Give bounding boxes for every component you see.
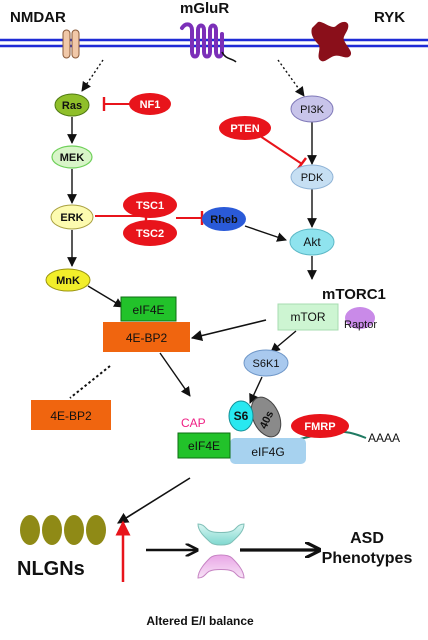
rheb-label: Rheb — [210, 214, 238, 226]
eif4g-label: eIF4G — [251, 445, 284, 459]
node-akt: Akt — [289, 228, 335, 256]
node-tsc-complex: TSC1 TSC2 — [123, 192, 177, 246]
edge-mtor-s6k1 — [270, 330, 297, 353]
nmdar-channel-icon — [62, 29, 80, 59]
tsc1-label: TSC1 — [136, 200, 164, 212]
node-mek: MEK — [51, 145, 93, 169]
node-eif4e-4ebp2-complex: eIF4E 4E-BP2 — [103, 296, 190, 352]
eif4e-top-label: eIF4E — [132, 303, 164, 317]
edge-4ebp2-release — [69, 365, 111, 399]
edge-s6k1-s6 — [249, 376, 263, 404]
mtorc1-label: mTORC1 — [322, 286, 386, 303]
synapse-illustration — [197, 523, 245, 579]
synapse-label: Altered E/I balance — [146, 614, 254, 628]
ryk-label: RYK — [374, 9, 405, 26]
node-erk: ERK — [50, 204, 94, 230]
edge-pten-pdk — [259, 135, 303, 165]
node-4ebp2-free: 4E-BP2 — [31, 400, 111, 430]
node-pten: PTEN — [219, 116, 271, 140]
erk-label: ERK — [60, 212, 83, 224]
node-rheb: Rheb — [202, 207, 246, 231]
fmrp-label: FMRP — [304, 421, 335, 433]
mglur-label: mGluR — [180, 0, 229, 17]
ras-label: Ras — [62, 100, 82, 112]
asd-label-line2: Phenotypes — [322, 550, 413, 567]
node-mtor: mTOR Raptor — [277, 303, 377, 331]
tsc2-label: TSC2 — [136, 228, 164, 240]
node-nf1: NF1 — [129, 93, 171, 115]
node-pdk: PDK — [290, 164, 334, 190]
node-pi3k: PI3K — [290, 95, 334, 123]
nlgns-label: NLGNs — [17, 558, 85, 580]
edge-mnk-eif4e — [87, 285, 124, 308]
edge-nmdar-ras — [81, 59, 104, 92]
pten-label: PTEN — [230, 123, 259, 135]
mnk-label: MnK — [56, 275, 80, 287]
cap-label: CAP — [181, 416, 206, 430]
mtor-label: mTOR — [290, 310, 325, 324]
edge-translation-nlgns — [117, 477, 191, 524]
nf1-label: NF1 — [140, 99, 161, 111]
4ebp2-top-label: 4E-BP2 — [126, 331, 168, 345]
s6-label: S6 — [234, 409, 249, 423]
akt-label: Akt — [303, 235, 321, 249]
edge-4ebp2-init — [159, 352, 191, 397]
asd-label-line1: ASD — [350, 530, 384, 547]
pdk-label: PDK — [301, 172, 324, 184]
edge-ryk-pi3k — [277, 59, 305, 97]
ryk-receptor-icon — [311, 21, 352, 62]
eif4e-bottom-label: eIF4E — [188, 439, 220, 453]
mek-label: MEK — [60, 152, 85, 164]
mglur-receptor-icon — [180, 22, 237, 63]
node-ras: Ras — [54, 93, 90, 117]
raptor-label: Raptor — [344, 319, 377, 331]
ribosome-40s — [250, 396, 282, 438]
edge-mtor-4ebp2 — [190, 319, 267, 342]
s6k1-label: S6K1 — [253, 358, 280, 370]
edge-rheb-akt — [244, 225, 287, 242]
nmdar-label: NMDAR — [10, 9, 66, 26]
4ebp2-free-label: 4E-BP2 — [50, 409, 92, 423]
nlgn-group: NLGNs — [17, 515, 131, 582]
node-mnk: MnK — [45, 268, 91, 292]
polya-label: AAAA — [368, 431, 400, 445]
pi3k-label: PI3K — [300, 104, 325, 116]
translation-initiation-complex: eIF4G 40s S6 FMRP AAAA CAP eIF4E — [177, 396, 400, 464]
node-s6k1: S6K1 — [243, 349, 289, 377]
eif4g-box — [230, 438, 306, 464]
